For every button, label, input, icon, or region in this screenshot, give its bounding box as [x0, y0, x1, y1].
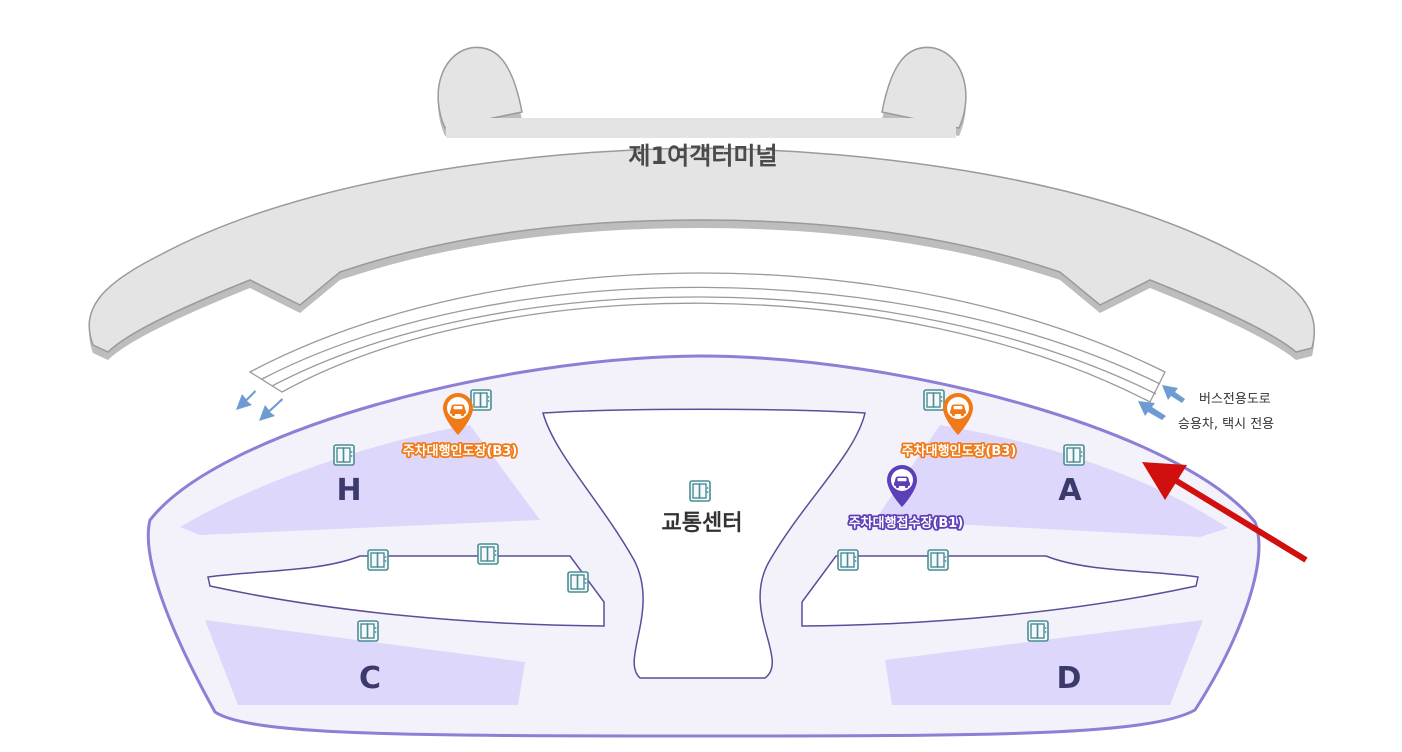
elevator-icon	[567, 571, 589, 593]
car-taxi-label: 승용차, 택시 전용	[1178, 417, 1274, 432]
elevator-icon	[1027, 620, 1049, 642]
elevator-icon	[927, 549, 949, 571]
elevator-icon	[333, 444, 355, 466]
direction-arrow-icon	[236, 390, 283, 421]
elevator-icon	[1063, 444, 1085, 466]
elevator-icon	[470, 389, 492, 411]
elevator-icon	[689, 480, 711, 502]
reception-label: 주차대행접수장(B1)	[849, 515, 964, 531]
zone-areas	[180, 425, 1228, 705]
direction-arrow-icon	[1138, 385, 1185, 420]
elevator-icon	[837, 549, 859, 571]
access-roads	[248, 272, 1166, 403]
elevator-icon	[367, 549, 389, 571]
transport-center-building	[542, 408, 866, 679]
elevator-icon	[477, 543, 499, 565]
terminal-label: 제1여객터미널	[628, 142, 777, 170]
parking-wings	[207, 555, 1199, 627]
elevator-icon	[923, 389, 945, 411]
zone-d-label: D	[1057, 661, 1082, 696]
right-dropoff-label: 주차대행인도장(B3)	[902, 443, 1017, 459]
zone-h-label: H	[336, 473, 361, 508]
transport-center-label: 교통센터	[662, 511, 743, 536]
pointer-arrow-icon	[1142, 462, 1308, 563]
terminal-building: 제1여객터미널	[88, 46, 1316, 360]
bus-lane-label: 버스전용도로	[1199, 392, 1271, 407]
elevator-icon	[357, 620, 379, 642]
left-dropoff-label: 주차대행인도장(B3)	[403, 443, 518, 459]
zone-c-label: C	[359, 661, 381, 696]
zone-a-label: A	[1058, 473, 1082, 508]
